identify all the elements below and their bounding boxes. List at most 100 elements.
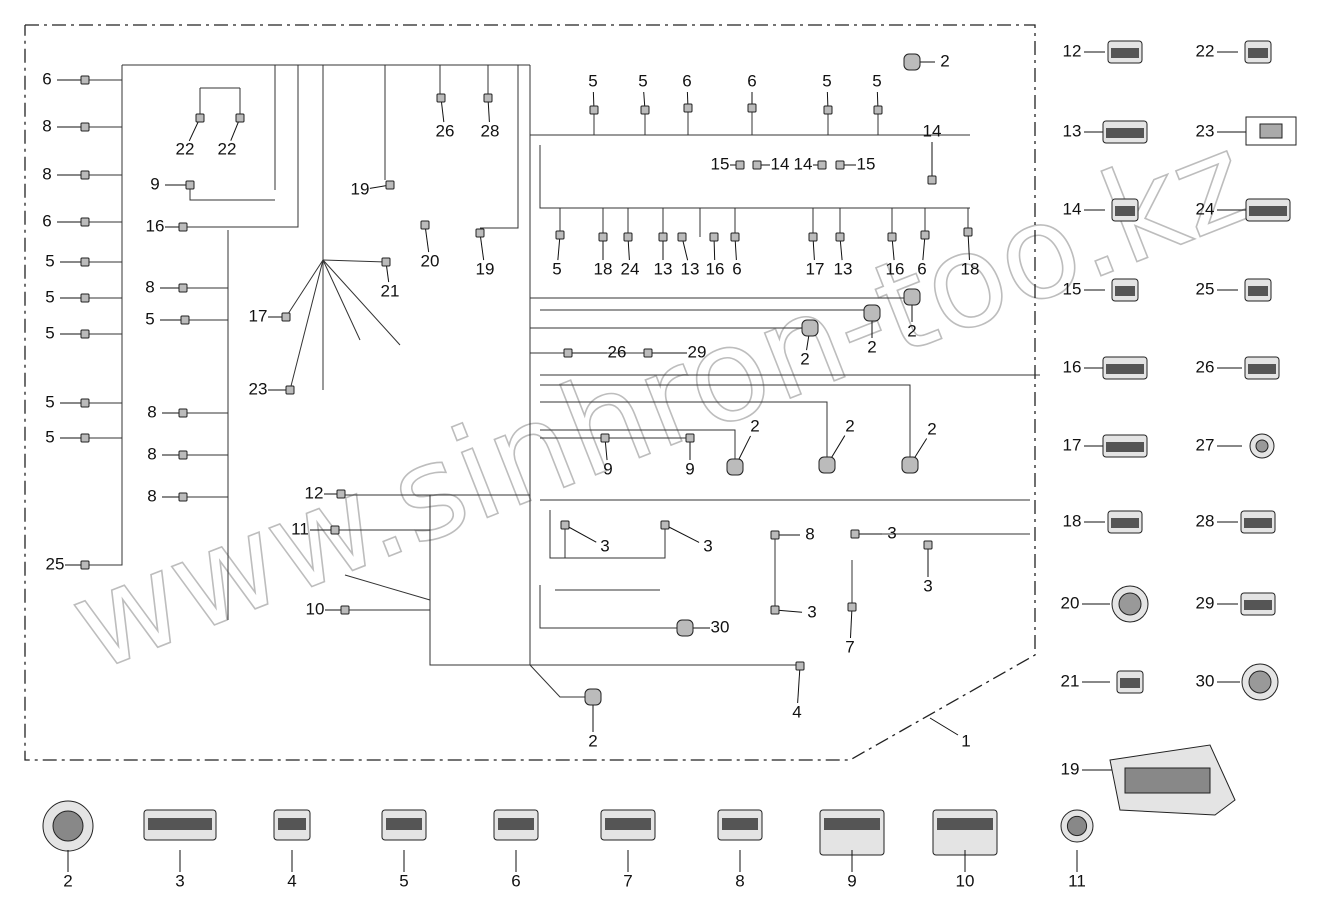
part-20: 20 [1061, 585, 1149, 623]
connector-6 [80, 217, 90, 227]
connector-22 [235, 113, 245, 123]
connector-5 [80, 398, 90, 408]
part-15: 15 [1063, 278, 1139, 302]
callout-label: 20 [421, 251, 440, 270]
callout-2-60: 2 [901, 419, 937, 474]
connector-6 [747, 103, 757, 113]
bottom-part-9: 9 [819, 809, 885, 890]
callout-16-44: 16 [706, 232, 724, 278]
connector-12 [336, 489, 346, 499]
part-label: 10 [956, 871, 975, 890]
callout-label: 6 [682, 71, 691, 90]
connector-3 [660, 520, 670, 530]
callout-label: 5 [552, 259, 561, 278]
connector-9 [685, 433, 695, 443]
callout-label: 6 [42, 211, 51, 230]
pin-block [824, 818, 880, 830]
callout-label: 2 [940, 51, 949, 70]
part-label: 17 [1063, 435, 1082, 454]
callout-2-58: 2 [726, 416, 760, 476]
pin-block [386, 818, 422, 830]
connector-3 [850, 529, 860, 539]
callout-19-21: 19 [351, 179, 395, 198]
connector-14 [927, 175, 937, 185]
connector-15 [835, 160, 845, 170]
callout-16-48: 16 [886, 232, 905, 278]
wire-54 [539, 585, 685, 629]
callout-12-61: 12 [305, 483, 346, 502]
callout-6-30: 6 [682, 71, 693, 113]
connector-face [1118, 592, 1142, 616]
callout-8-13: 8 [147, 402, 188, 421]
callout-label: 18 [594, 259, 613, 278]
connector-face [1066, 815, 1088, 837]
connector-29 [643, 348, 653, 358]
callout-label: 3 [807, 602, 816, 621]
wire-50 [549, 510, 666, 559]
part-label: 19 [1061, 759, 1080, 778]
callout-label: 6 [917, 259, 926, 278]
wire-65 [289, 259, 324, 391]
part-label: 28 [1196, 511, 1215, 530]
pin-block [498, 818, 534, 830]
callout-2-27: 2 [903, 51, 950, 71]
connector-5 [80, 293, 90, 303]
wire-66 [322, 259, 401, 346]
connector-25 [80, 560, 90, 570]
callout-6-3: 6 [42, 211, 90, 230]
part-25: 25 [1196, 278, 1272, 302]
callout-label: 3 [887, 523, 896, 542]
callout-14-38: 14 [923, 121, 941, 185]
leader-line [564, 524, 597, 543]
callout-23-26: 23 [249, 379, 295, 398]
connector-icon [932, 809, 998, 856]
callout-3-68: 3 [923, 540, 933, 595]
connector-20 [420, 220, 430, 230]
leader-line [797, 665, 801, 704]
callout-8-11: 8 [145, 277, 188, 296]
callout-label: 8 [42, 116, 51, 135]
connector-face [1255, 439, 1269, 453]
callout-label: 3 [703, 536, 712, 555]
connector-13 [835, 232, 845, 242]
callout-label: 5 [145, 309, 154, 328]
bottom-part-10: 10 [932, 809, 998, 890]
connector-2 [818, 456, 836, 474]
callout-label: 26 [436, 121, 455, 140]
connector-9 [600, 433, 610, 443]
callout-label: 30 [711, 617, 730, 636]
callout-label: 23 [249, 379, 268, 398]
callout-label: 14 [794, 154, 813, 173]
callout-label: 5 [872, 71, 881, 90]
part-28: 28 [1196, 510, 1276, 534]
wire-1 [85, 65, 123, 566]
callout-label: 9 [150, 174, 159, 193]
pin-block [1111, 48, 1139, 58]
connector-5 [640, 105, 650, 115]
part-label: 15 [1063, 279, 1082, 298]
wire-9 [480, 65, 519, 229]
connector-5 [589, 105, 599, 115]
connector-2 [901, 456, 919, 474]
connector-18 [598, 232, 608, 242]
callout-11-62: 11 [291, 519, 340, 538]
callout-label: 4 [792, 702, 801, 721]
pin-block [1244, 600, 1272, 610]
callout-label: 8 [145, 277, 154, 296]
callout-5-7: 5 [45, 392, 90, 411]
callout-label: 26 [608, 342, 627, 361]
connector-24 [623, 232, 633, 242]
callout-2-53: 2 [800, 319, 819, 368]
callout-label: 17 [249, 306, 268, 325]
dsub-face [1259, 123, 1283, 139]
callout-8-14: 8 [147, 444, 188, 463]
part-24: 24 [1196, 198, 1291, 222]
callout-label: 16 [886, 259, 905, 278]
part-label: 3 [175, 871, 184, 890]
part-label: 16 [1063, 357, 1082, 376]
connector-17 [281, 312, 291, 322]
connector-8 [178, 450, 188, 460]
callout-label: 3 [923, 576, 932, 595]
callout-6-31: 6 [747, 71, 757, 113]
connector-17 [808, 232, 818, 242]
